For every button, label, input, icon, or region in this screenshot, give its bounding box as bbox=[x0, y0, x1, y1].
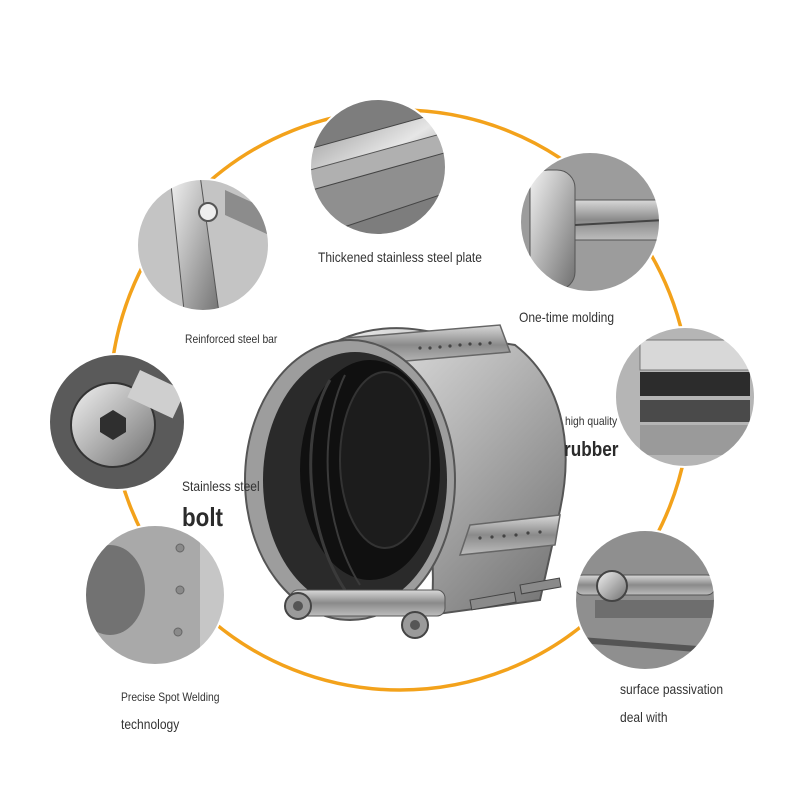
bolt-label-line2: bolt bbox=[182, 502, 223, 532]
rubber-icon bbox=[614, 326, 756, 468]
bolt-label-line1: Stainless steel bbox=[182, 478, 260, 494]
reinforced-bar-label: Reinforced steel bar bbox=[185, 332, 278, 346]
molding-icon bbox=[519, 151, 661, 293]
spot-weld-icon bbox=[84, 524, 226, 666]
passivation-icon bbox=[574, 529, 716, 671]
rubber-label-line1: high quality bbox=[565, 414, 618, 428]
plate-label: Thickened stainless steel plate bbox=[318, 249, 482, 265]
molding-label: One-time molding bbox=[519, 309, 615, 325]
steel-plate-icon bbox=[309, 98, 447, 236]
steel-bar-icon bbox=[136, 178, 270, 312]
pipe-clamp-image bbox=[244, 324, 567, 639]
passivation-label-line2: deal with bbox=[620, 709, 668, 725]
welding-label-line1: Precise Spot Welding bbox=[121, 690, 220, 704]
welding-label-line2: technology bbox=[121, 716, 180, 732]
bolt-icon bbox=[48, 353, 186, 491]
passivation-label-line1: surface passivation bbox=[620, 681, 724, 697]
rubber-label-line2: rubber bbox=[564, 439, 619, 461]
